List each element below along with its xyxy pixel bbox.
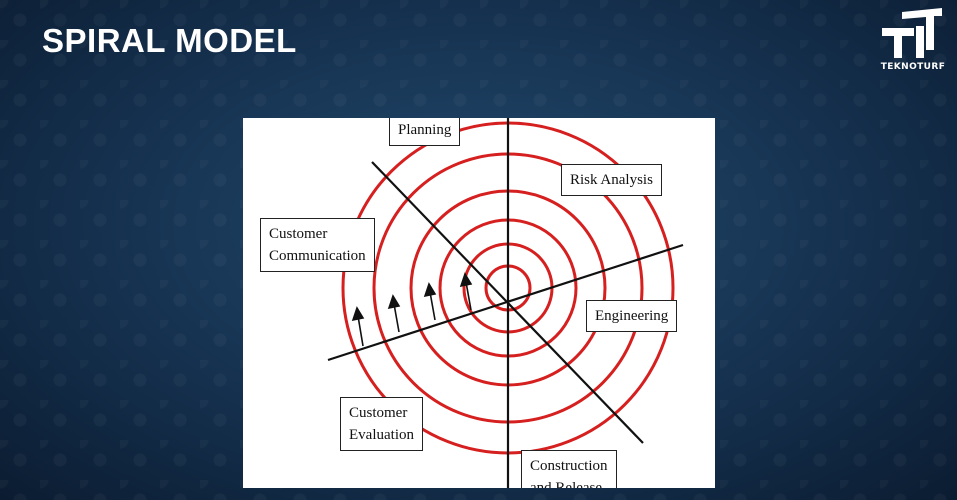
construction-release-box: Construction and Release — [521, 450, 617, 488]
customer-evaluation-label-line2: Evaluation — [349, 427, 414, 443]
horizontal-divider-line — [327, 243, 684, 362]
customer-communication-box: Customer Communication — [260, 218, 375, 272]
engineering-label: Engineering — [595, 308, 669, 324]
logo-text: TEKNOTURF — [880, 62, 946, 72]
risk-analysis-box: Risk Analysis — [561, 164, 662, 196]
spiral-diagram: Planning Risk Analysis Customer Communic… — [243, 118, 715, 488]
teknoturf-logo-icon — [882, 8, 942, 58]
construction-label-line1: Construction — [530, 458, 608, 474]
customer-evaluation-label-line1: Customer — [349, 405, 408, 421]
risk-analysis-label: Risk Analysis — [570, 172, 653, 188]
customer-communication-label-line2: Communication — [269, 248, 366, 264]
engineering-box: Engineering — [586, 300, 678, 332]
progress-arrow-3 — [429, 291, 436, 321]
planning-box: Planning — [389, 118, 461, 146]
progress-arrow-2 — [393, 303, 400, 333]
customer-evaluation-box: Customer Evaluation — [340, 397, 423, 451]
progress-arrow-1 — [357, 315, 364, 347]
planning-label: Planning — [398, 122, 452, 138]
teknoturf-logo: TEKNOTURF — [880, 6, 946, 76]
spiral-diagram-graphic — [327, 118, 684, 488]
construction-label-line2: and Release — [530, 480, 603, 488]
customer-communication-label-line1: Customer — [269, 226, 328, 242]
progress-arrow-4 — [465, 281, 472, 311]
slide-title: SPIRAL MODEL — [42, 22, 297, 59]
